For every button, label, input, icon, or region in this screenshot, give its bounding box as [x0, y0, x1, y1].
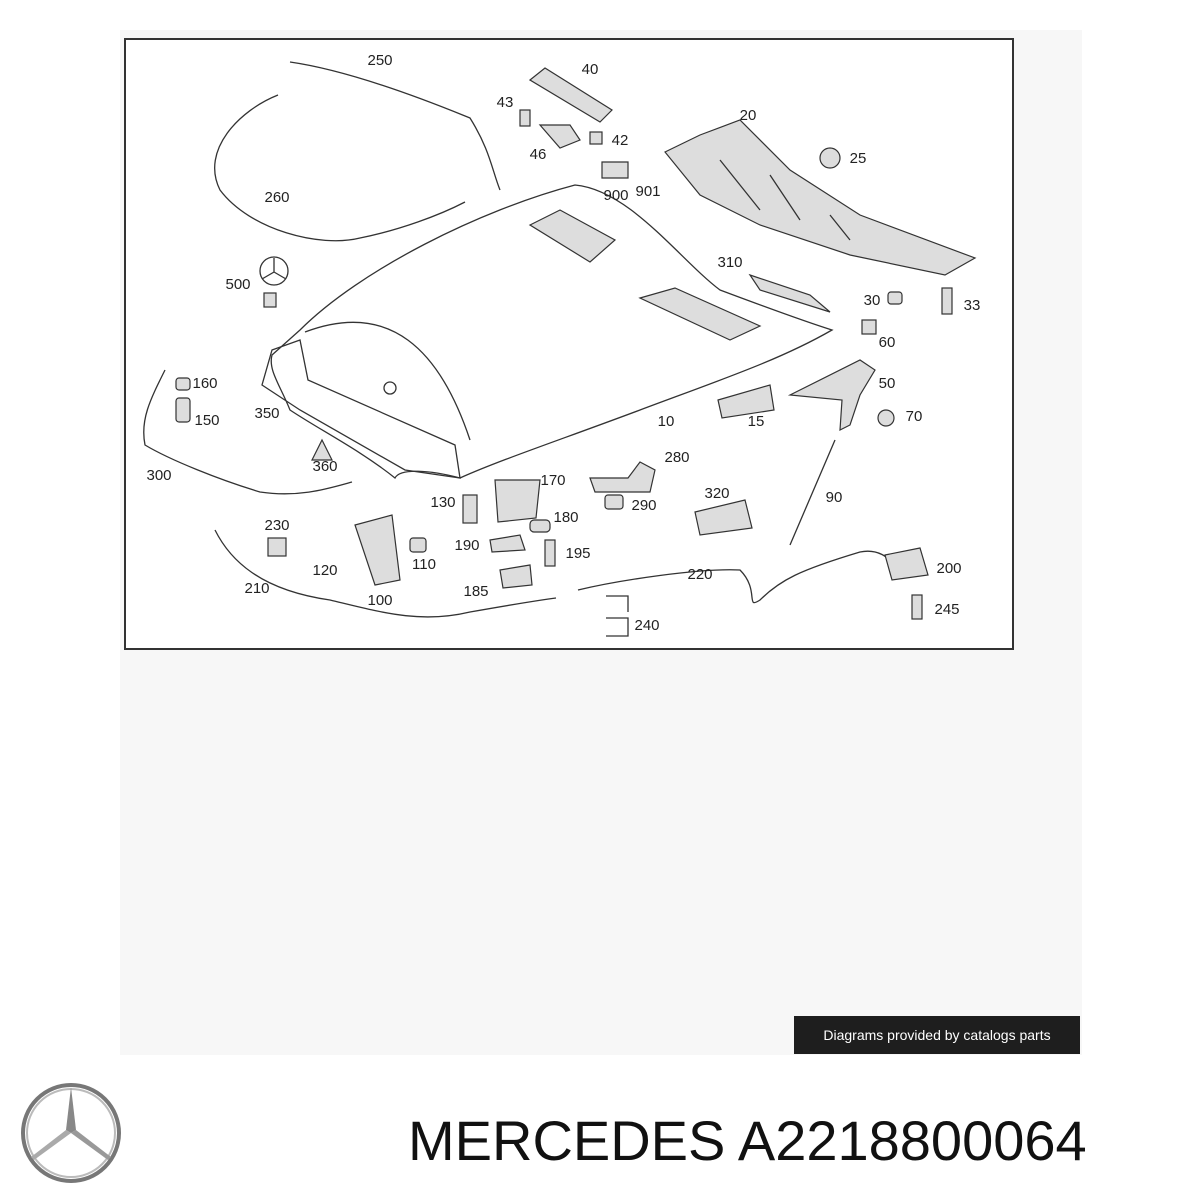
callout-245: 245: [934, 601, 959, 618]
callout-90: 90: [826, 489, 843, 506]
callout-500: 500: [225, 276, 250, 293]
callout-42: 42: [612, 132, 629, 149]
callout-60: 60: [879, 334, 896, 351]
part-title: MERCEDES A2218800064: [408, 1108, 1087, 1173]
callout-150: 150: [194, 412, 219, 429]
callout-195: 195: [565, 545, 590, 562]
front-trim-300: [143, 369, 353, 495]
callout-110: 110: [412, 556, 436, 573]
callout-labels: 250 40 43 20 42 46 25 900 901 260 310 500 30 33 60 160 5…: [146, 52, 980, 634]
callout-240: 240: [634, 617, 659, 634]
callout-210: 210: [244, 580, 269, 597]
hood-panel: [261, 184, 834, 480]
callout-901: 901: [635, 183, 660, 200]
callout-15: 15: [748, 413, 765, 430]
callout-33: 33: [964, 297, 981, 314]
callout-360: 360: [312, 458, 337, 475]
hood-hinge-50: [787, 359, 876, 432]
seal-250: [289, 61, 501, 191]
mercedes-star-logo-icon: [21, 1083, 121, 1183]
fasteners: [175, 109, 953, 461]
vent-grille-40: [528, 67, 613, 123]
callout-180: 180: [553, 509, 578, 526]
callout-290: 290: [631, 497, 656, 514]
parts-diagram-drawing: 250 40 43 20 42 46 25 900 901 260 310 500 30 33 60 160 5…: [143, 52, 980, 637]
cowl-panel-20: [664, 119, 977, 276]
callout-310: 310: [717, 254, 742, 271]
callout-260: 260: [264, 189, 289, 206]
latch-parts: [267, 461, 753, 589]
callout-160: 160: [192, 375, 217, 392]
callout-43: 43: [497, 94, 514, 111]
gas-strut-90: [789, 439, 836, 546]
callout-190: 190: [454, 537, 479, 554]
callout-10: 10: [658, 413, 675, 430]
callout-25: 25: [850, 150, 867, 167]
callout-320: 320: [704, 485, 729, 502]
callout-280: 280: [664, 449, 689, 466]
callout-70: 70: [906, 408, 923, 425]
release-cable-220: [577, 550, 896, 604]
callout-120: 120: [312, 562, 337, 579]
callout-350: 350: [254, 405, 279, 422]
diagram-credit-banner: Diagrams provided by catalogs parts: [794, 1016, 1080, 1054]
cable-handle-200: [884, 547, 929, 581]
callout-250: 250: [367, 52, 392, 69]
callout-20: 20: [740, 107, 757, 124]
release-cable-210: [214, 529, 557, 618]
star-emblem-500: [259, 256, 289, 308]
callout-300: 300: [146, 467, 171, 484]
callout-30: 30: [864, 292, 881, 309]
callout-185: 185: [463, 583, 488, 600]
part-number: A2218800064: [737, 1109, 1087, 1172]
callout-230: 230: [264, 517, 289, 534]
callout-46: 46: [530, 146, 547, 163]
callout-220: 220: [687, 566, 712, 583]
callout-900: 900: [603, 187, 628, 204]
callout-50: 50: [879, 375, 896, 392]
callout-130: 130: [430, 494, 455, 511]
callout-170: 170: [540, 472, 565, 489]
callout-200: 200: [936, 560, 961, 577]
brand-name: MERCEDES: [408, 1109, 726, 1172]
seal-260: [214, 94, 466, 242]
hinge-plate-15: [717, 384, 775, 419]
callout-100: 100: [367, 592, 392, 609]
callout-40: 40: [582, 61, 599, 78]
